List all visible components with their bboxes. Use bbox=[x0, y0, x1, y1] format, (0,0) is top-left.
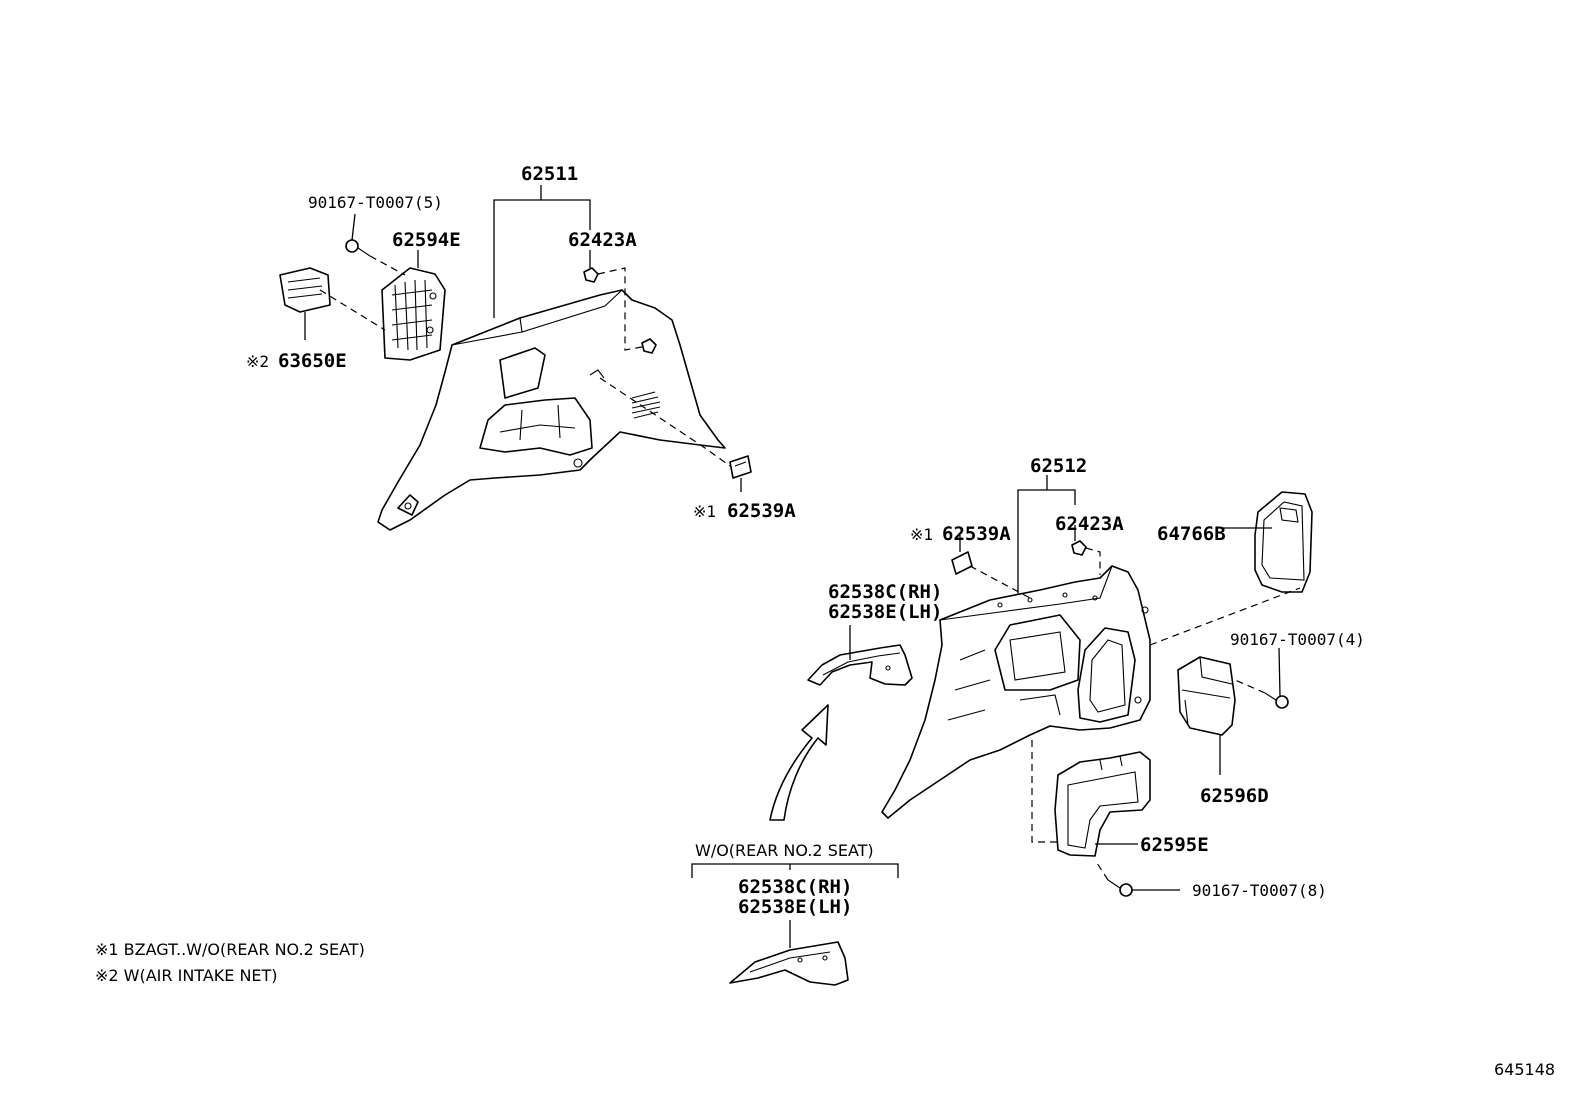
lower-cover-62595e bbox=[1054, 751, 1151, 857]
label-62538c-rh-upper: 62538C(RH) bbox=[828, 581, 942, 603]
label-90167-t0007-8: 90167-T0007(8) bbox=[1192, 881, 1327, 900]
label-62423a-right: 62423A bbox=[1055, 513, 1124, 535]
bolt-90167-4 bbox=[1264, 692, 1289, 709]
bolt-90167-5 bbox=[345, 239, 371, 257]
cover-64766b bbox=[1254, 491, 1313, 593]
footnote-1: ※1 BZAGT..W/O(REAR NO.2 SEAT) bbox=[95, 940, 365, 959]
clip-62423a-right bbox=[1071, 540, 1087, 556]
grille-hatch bbox=[631, 391, 661, 419]
label-62423a-top: 62423A bbox=[568, 229, 637, 251]
label-90167-t0007-5: 90167-T0007(5) bbox=[308, 193, 443, 212]
bolt-90167-8 bbox=[1107, 879, 1133, 897]
label-62595e: 62595E bbox=[1140, 834, 1209, 856]
label-62511: 62511 bbox=[521, 163, 578, 185]
label-62512: 62512 bbox=[1030, 455, 1087, 477]
bracket-62539a-right bbox=[951, 551, 973, 575]
figure-number: 645148 bbox=[1494, 1060, 1555, 1079]
air-intake-net-63650e bbox=[279, 267, 331, 313]
bracket-62539a-top bbox=[729, 455, 752, 479]
label-wo-rear-no2-seat: W/O(REAR NO.2 SEAT) bbox=[695, 841, 874, 860]
label-90167-t0007-4: 90167-T0007(4) bbox=[1230, 630, 1365, 649]
trim-62538-upper bbox=[807, 644, 913, 686]
label-63650e: 63650E bbox=[278, 350, 347, 372]
clip-62423a-top bbox=[583, 267, 657, 354]
vent-cover-62594e bbox=[381, 267, 446, 361]
note-mark-62539a-right: ※1 bbox=[910, 525, 933, 544]
direction-arrow bbox=[769, 704, 829, 821]
label-64766b: 64766B bbox=[1157, 523, 1226, 545]
note-mark-62539a-top: ※1 bbox=[693, 502, 716, 521]
label-62539a-top: 62539A bbox=[727, 500, 796, 522]
label-62539a-right: 62539A bbox=[942, 523, 1011, 545]
label-62538e-lh-upper: 62538E(LH) bbox=[828, 601, 942, 623]
trim-62538-lower bbox=[729, 941, 849, 986]
label-62594e: 62594E bbox=[392, 229, 461, 251]
label-62538e-lh-lower: 62538E(LH) bbox=[738, 896, 852, 918]
label-62538c-rh-lower: 62538C(RH) bbox=[738, 876, 852, 898]
note-mark-63650e: ※2 bbox=[246, 352, 269, 371]
quarter-trim-panel-62511 bbox=[377, 289, 726, 531]
label-62596d: 62596D bbox=[1200, 785, 1269, 807]
footnote-2: ※2 W(AIR INTAKE NET) bbox=[95, 966, 278, 985]
quarter-trim-panel-62512 bbox=[881, 565, 1151, 819]
box-cover-62596d bbox=[1177, 656, 1236, 736]
